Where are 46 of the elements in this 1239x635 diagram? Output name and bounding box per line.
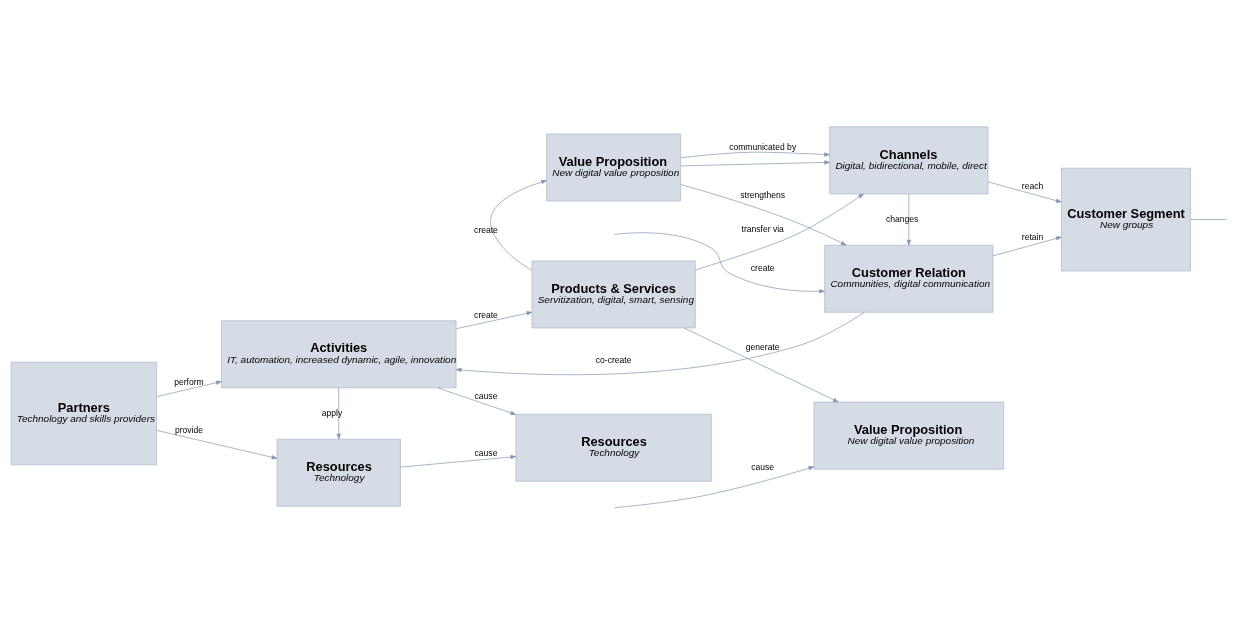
edge-label: co-create <box>595 355 632 366</box>
node-box: Value Proposition New digital value proposition <box>813 401 1005 470</box>
edge-label: create <box>474 225 498 236</box>
edge-label: cause <box>474 448 498 459</box>
node-box: Products & Services Servitization, digital, smart, sensing <box>531 260 696 329</box>
arrow <box>455 311 533 330</box>
node-box: Customer Segment New groups <box>1061 167 1191 272</box>
edge-label: transfer via <box>741 224 784 235</box>
arrow <box>156 430 278 460</box>
arrow <box>400 454 517 468</box>
node-box: Value Proposition New digital value proposition <box>546 133 682 202</box>
node-box: Customer Relation Communities, digital communication <box>824 244 994 313</box>
arrow <box>614 232 825 294</box>
edge-label: communicated by <box>729 142 797 153</box>
arrow <box>156 380 222 397</box>
edge-label: create <box>750 262 775 273</box>
edge-label: provide <box>174 425 204 436</box>
connector <box>1190 219 1228 220</box>
edge-label: strengthens <box>740 189 786 200</box>
edge-label: retain <box>1021 231 1044 242</box>
edge-label: apply <box>321 407 343 418</box>
arrow <box>695 193 864 271</box>
edge-label: cause <box>751 462 775 473</box>
edge-label: create <box>474 310 498 321</box>
edge-label: changes <box>885 213 919 224</box>
arrow <box>614 466 815 508</box>
arrow <box>680 160 830 167</box>
arrow <box>455 311 865 376</box>
arrow <box>906 193 911 246</box>
arrow <box>987 181 1062 203</box>
node-box: Resources Technology <box>515 413 712 482</box>
edge-label: generate <box>745 342 780 353</box>
arrow <box>490 180 547 271</box>
arrow <box>680 151 830 159</box>
node-box: Partners Technology and skills providers <box>10 361 157 466</box>
arrow <box>336 387 341 440</box>
edge-label: cause <box>474 390 498 401</box>
node-box: Resources Technology <box>276 438 401 507</box>
arrow <box>437 387 517 415</box>
arrow <box>992 236 1062 257</box>
arrow <box>680 184 847 246</box>
edge-label: perform <box>174 377 204 388</box>
edge-label: reach <box>1021 181 1044 192</box>
arrow <box>683 327 839 403</box>
node-box: Activities IT, automation, increased dynamic, agile, innovation <box>221 320 457 389</box>
node-box: Channels Digital, bidirectional, mobile, direct <box>829 126 989 195</box>
